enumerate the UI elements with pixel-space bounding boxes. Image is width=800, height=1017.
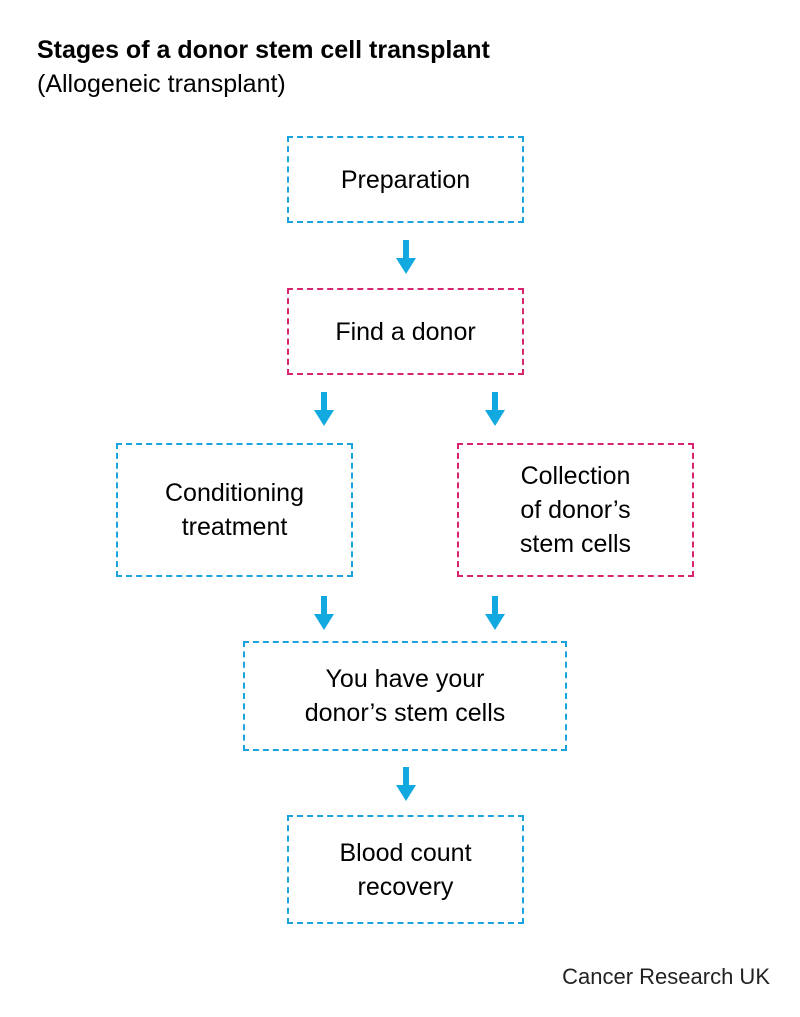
arrow-down-icon — [314, 596, 334, 630]
page-title: Stages of a donor stem cell transplant — [37, 36, 490, 64]
step-blood-count-recovery: Blood count recovery — [287, 815, 524, 924]
arrow-down-icon — [396, 240, 416, 274]
step-preparation: Preparation — [287, 136, 524, 223]
page-subtitle: (Allogeneic transplant) — [37, 70, 286, 98]
arrow-down-icon — [485, 392, 505, 426]
arrow-down-icon — [396, 767, 416, 801]
step-receive-donor-cells: You have your donor’s stem cells — [243, 641, 567, 751]
step-collection-of-stem-cells: Collection of donor’s stem cells — [457, 443, 694, 577]
step-conditioning-treatment: Conditioning treatment — [116, 443, 353, 577]
step-find-donor: Find a donor — [287, 288, 524, 375]
arrow-down-icon — [485, 596, 505, 630]
source-credit: Cancer Research UK — [562, 964, 770, 989]
arrow-down-icon — [314, 392, 334, 426]
